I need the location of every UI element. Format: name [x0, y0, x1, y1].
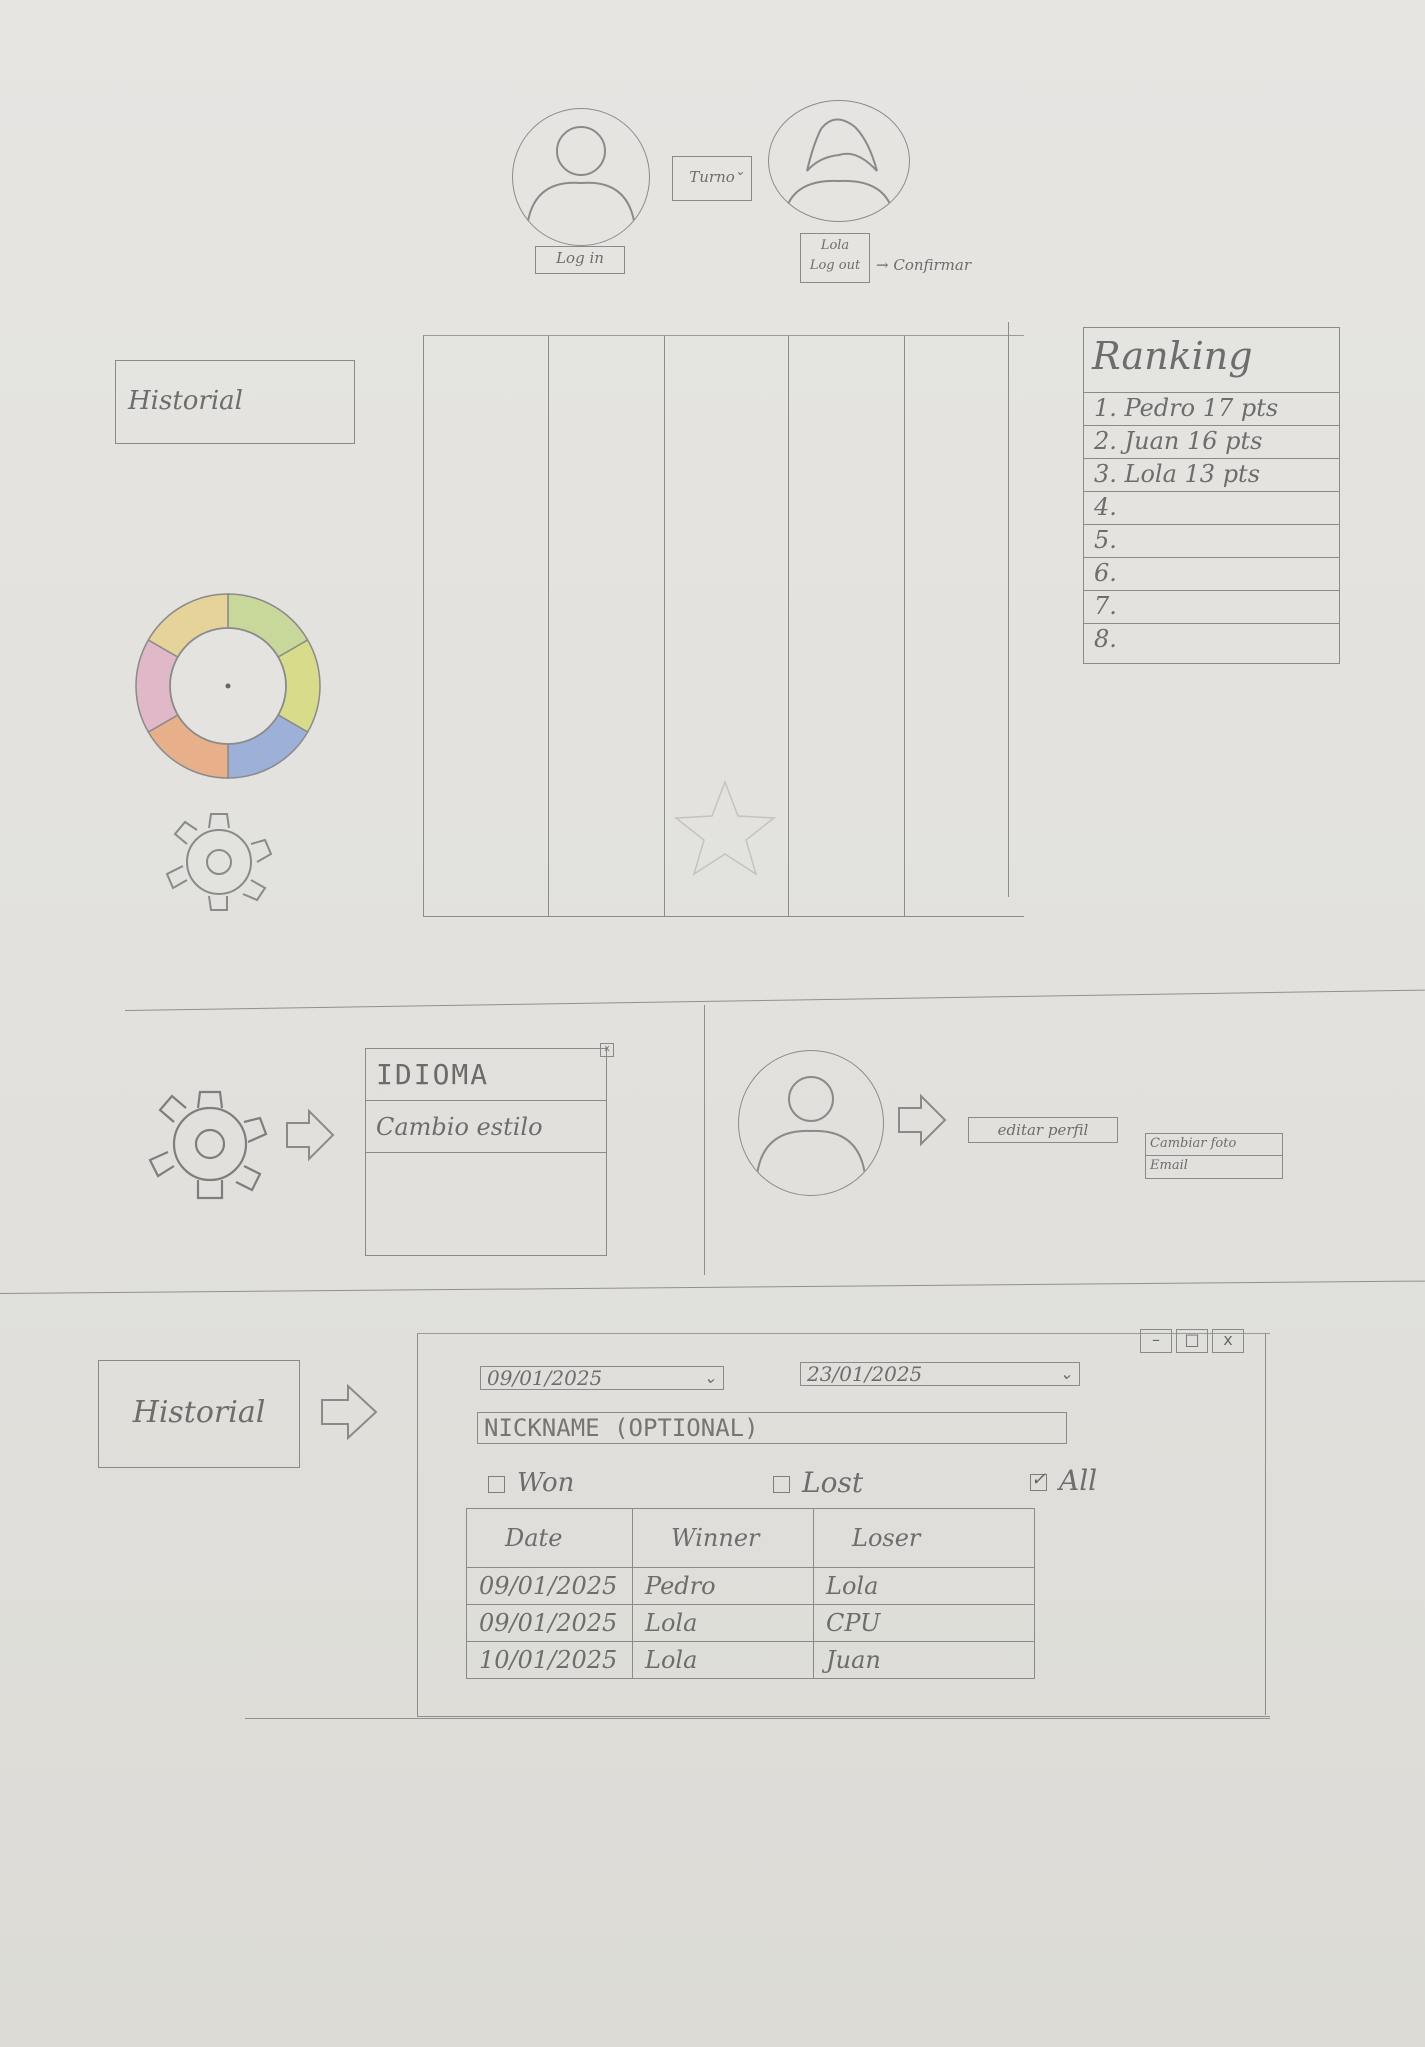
- history-window-edge: [1265, 1333, 1266, 1715]
- filter-all[interactable]: All: [1030, 1464, 1097, 1497]
- column-header-date: Date: [466, 1508, 633, 1568]
- close-button[interactable]: x: [1212, 1329, 1244, 1353]
- user-icon: [756, 1076, 866, 1176]
- table-row[interactable]: 09/01/2025 Pedro Lola: [466, 1567, 1035, 1605]
- change-photo-option[interactable]: Cambiar foto: [1146, 1134, 1282, 1156]
- user-box[interactable]: Lola Log out: [800, 233, 870, 283]
- email-option[interactable]: Email: [1150, 1158, 1188, 1173]
- user-name: Lola: [820, 238, 850, 253]
- filter-lost-label: Lost: [802, 1466, 864, 1499]
- cell-winner: Lola: [632, 1641, 814, 1679]
- login-button[interactable]: Log in: [535, 246, 625, 274]
- won-checkbox[interactable]: [488, 1475, 505, 1493]
- board-column-divider: [904, 336, 905, 916]
- ranking-row: 8.: [1084, 623, 1339, 656]
- menu-close-button[interactable]: x: [600, 1043, 614, 1057]
- ranking-row: 3. Lola 13 pts: [1084, 458, 1339, 491]
- table-header-row: Date Winner Loser: [466, 1508, 1035, 1568]
- ranking-row: 5.: [1084, 524, 1339, 557]
- lost-checkbox[interactable]: [773, 1476, 790, 1493]
- ranking-row: 7.: [1084, 590, 1339, 623]
- board-right-edge: [1008, 322, 1009, 897]
- logout-button[interactable]: Log out: [809, 258, 861, 273]
- close-icon: x: [604, 1044, 610, 1054]
- history-button[interactable]: Historial: [98, 1360, 300, 1468]
- board-column-divider: [788, 336, 789, 916]
- confirm-note: → Confirmar: [876, 256, 972, 274]
- turn-selector[interactable]: Turno ⌄: [672, 156, 752, 201]
- board-column-divider: [548, 336, 549, 916]
- gear-icon[interactable]: [142, 1082, 277, 1212]
- filter-all-label: All: [1059, 1464, 1098, 1497]
- filter-won-label: Won: [517, 1468, 575, 1498]
- gear-icon[interactable]: [155, 800, 285, 920]
- nickname-input[interactable]: [477, 1412, 1067, 1444]
- arrow-right-icon: [898, 1093, 947, 1147]
- cell-date: 10/01/2025: [466, 1641, 633, 1679]
- close-icon: x: [1223, 1330, 1233, 1349]
- ranking-row: 6.: [1084, 557, 1339, 590]
- date-to-select[interactable]: 23/01/2025 ⌄: [800, 1362, 1080, 1386]
- column-header-winner: Winner: [632, 1508, 814, 1568]
- date-from-select[interactable]: 09/01/2025 ⌄: [480, 1366, 724, 1390]
- female-user-icon: [784, 118, 894, 214]
- history-table: Date Winner Loser 09/01/2025 Pedro Lola …: [466, 1508, 1035, 1679]
- filter-lost[interactable]: Lost: [773, 1466, 863, 1499]
- ranking-panel: Ranking 1. Pedro 17 pts 2. Juan 16 pts 3…: [1083, 327, 1340, 664]
- minimize-icon: –: [1152, 1330, 1160, 1349]
- history-window: [417, 1333, 1270, 1717]
- cell-winner: Lola: [632, 1604, 814, 1642]
- maximize-icon: □: [1184, 1330, 1200, 1349]
- date-to-value: 23/01/2025: [807, 1362, 923, 1386]
- column-header-loser: Loser: [813, 1508, 1035, 1568]
- cell-winner: Pedro: [632, 1567, 814, 1605]
- filter-won[interactable]: Won: [488, 1468, 574, 1498]
- board-column-divider: [664, 336, 665, 916]
- cell-loser: Lola: [813, 1567, 1035, 1605]
- menu-item-language[interactable]: IDIOMA: [366, 1049, 606, 1101]
- ranking-row: 1. Pedro 17 pts: [1084, 392, 1339, 425]
- cell-loser: CPU: [813, 1604, 1035, 1642]
- arrow-right-icon: [286, 1108, 335, 1162]
- player-one-avatar[interactable]: [512, 108, 650, 246]
- player-two-avatar[interactable]: [768, 100, 910, 222]
- cell-date: 09/01/2025: [466, 1567, 633, 1605]
- all-checkbox-checked[interactable]: [1030, 1469, 1047, 1491]
- table-row[interactable]: 10/01/2025 Lola Juan: [466, 1641, 1035, 1679]
- settings-menu: IDIOMA Cambio estilo x: [365, 1043, 614, 1256]
- profile-avatar[interactable]: [738, 1050, 884, 1196]
- chevron-down-icon: ⌄: [734, 164, 745, 178]
- section-divider: [704, 1005, 705, 1275]
- ranking-row: 4.: [1084, 491, 1339, 524]
- profile-edit-menu: Cambiar foto Email: [1145, 1133, 1283, 1179]
- ranking-row: 2. Juan 16 pts: [1084, 425, 1339, 458]
- star-icon: [673, 779, 777, 876]
- menu-item-style[interactable]: Cambio estilo: [366, 1101, 606, 1153]
- cell-date: 09/01/2025: [466, 1604, 633, 1642]
- date-from-value: 09/01/2025: [487, 1366, 603, 1390]
- table-row[interactable]: 09/01/2025 Lola CPU: [466, 1604, 1035, 1642]
- minimize-button[interactable]: –: [1140, 1329, 1172, 1353]
- arrow-right-icon: [321, 1383, 378, 1441]
- chevron-down-icon: ⌄: [1059, 1364, 1073, 1383]
- cell-loser: Juan: [813, 1641, 1035, 1679]
- maximize-button[interactable]: □: [1176, 1329, 1208, 1353]
- section-divider: [245, 1718, 1270, 1719]
- color-wheel[interactable]: [130, 590, 330, 780]
- edit-profile-button[interactable]: editar perfil: [968, 1117, 1118, 1143]
- history-button[interactable]: Historial: [115, 360, 355, 444]
- user-icon: [526, 126, 636, 228]
- game-board[interactable]: [423, 335, 1024, 917]
- turn-label: Turno: [689, 168, 735, 186]
- ranking-title: Ranking: [1092, 334, 1253, 378]
- chevron-down-icon: ⌄: [703, 1368, 717, 1387]
